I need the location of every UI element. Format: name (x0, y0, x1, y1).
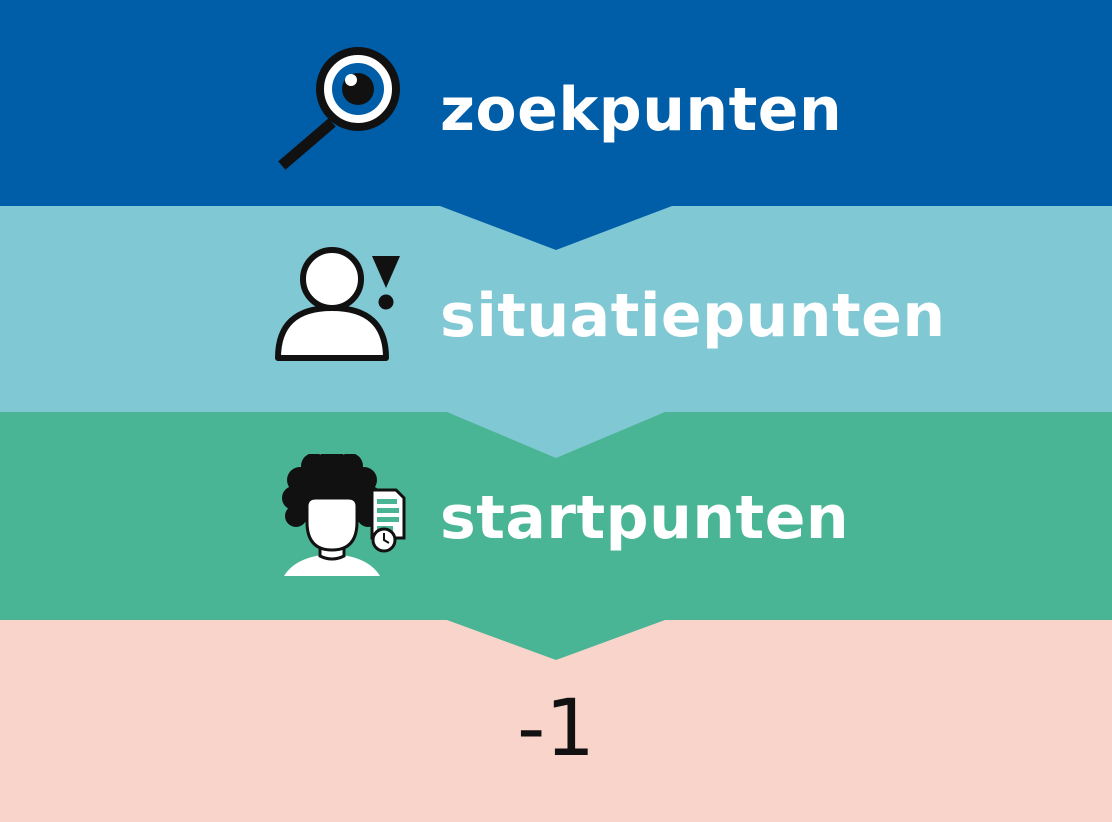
result-value: -1 (517, 684, 595, 774)
band-3 (0, 405, 1112, 660)
person-document-clock-icon (282, 454, 406, 576)
band-1 (0, 0, 1112, 250)
band-2 (0, 200, 1112, 458)
person-alert-icon (275, 247, 400, 361)
step-label-situatiepunten: situatiepunten (440, 281, 946, 351)
magnifier-eye-icon (278, 47, 400, 170)
step-label-startpunten: startpunten (440, 483, 850, 553)
step-label-zoekpunten: zoekpunten (440, 75, 843, 145)
